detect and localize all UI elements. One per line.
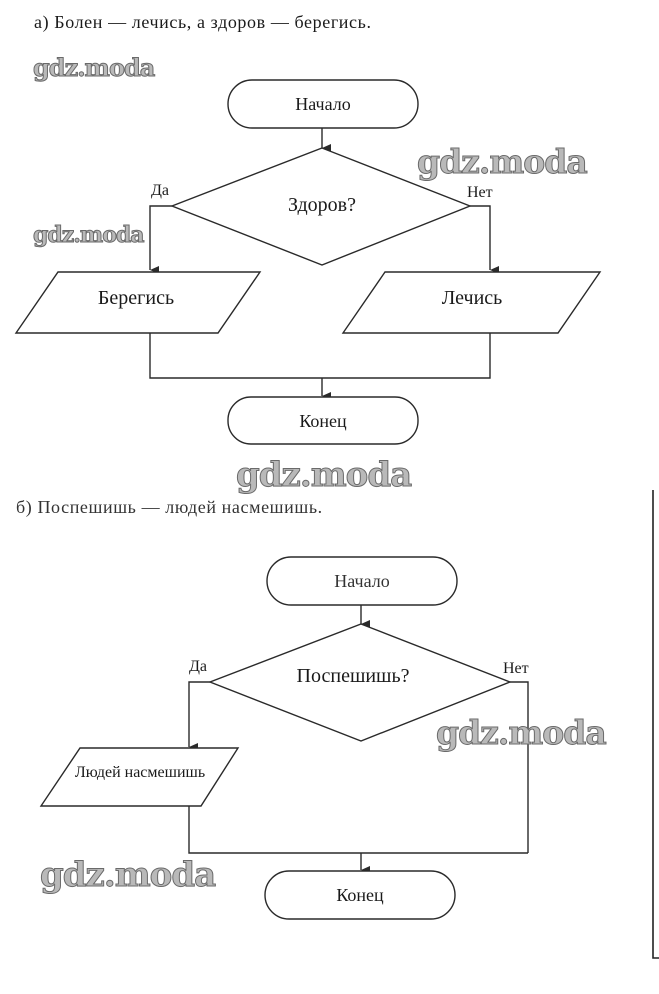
yes-action-parallelogram-a: [14, 271, 262, 334]
end-terminator-b: [264, 870, 456, 920]
yes-label-b: Да: [189, 658, 207, 675]
yes-branch-arrow-a: [149, 205, 172, 274]
no-label-a: Нет: [467, 184, 493, 201]
no-label-b: Нет: [503, 660, 529, 677]
yes-action-parallelogram-b: [39, 747, 240, 807]
part-b-caption: б) Поспешишь — людей насмешишь.: [16, 497, 323, 517]
end-label-b: Конец: [336, 885, 384, 905]
yes-label-a: Да: [151, 182, 169, 199]
start-terminator-a: [227, 79, 419, 129]
yes-action-label-b: Людей насмешишь: [75, 764, 205, 781]
watermark-2: gdz.moda: [417, 142, 589, 182]
no-action-parallelogram-a: [341, 271, 602, 334]
watermark-5: gdz.moda: [436, 713, 608, 753]
no-branch-line-b: [510, 681, 529, 853]
watermark-3: gdz.moda: [33, 222, 146, 249]
merge-line-a: [149, 333, 491, 379]
yes-branch-arrow-b: [188, 681, 210, 751]
start-label-b: Начало: [334, 571, 389, 591]
decision-diamond-b: [208, 623, 512, 742]
no-action-label-a: Лечись: [442, 287, 503, 309]
decision-diamond-a: [170, 147, 472, 266]
watermark-6: gdz.moda: [39, 855, 216, 896]
decision-label-a: Здоров?: [288, 194, 356, 216]
end-terminator-a: [227, 396, 419, 445]
yes-action-label-a: Берегись: [98, 287, 174, 309]
part-a-caption: а) Болен — лечись, а здоров — берегись.: [34, 12, 372, 32]
no-branch-arrow-a: [470, 205, 499, 274]
start-label-a: Начало: [295, 94, 350, 114]
end-label-a: Конец: [299, 411, 347, 431]
watermark-1: gdz.moda: [32, 53, 155, 83]
page-border-line: [652, 490, 659, 959]
decision-label-b: Поспешишь?: [297, 665, 410, 687]
merge-line-b: [188, 806, 528, 854]
watermark-4: gdz.moda: [235, 455, 412, 496]
flowchart-a: Начало Здоров? Да Нет Берегись Лечись Ко…: [14, 79, 602, 445]
start-terminator-b: [266, 556, 458, 606]
flowchart-b: Начало Поспешишь? Да Нет Людей насмешишь…: [39, 556, 529, 920]
